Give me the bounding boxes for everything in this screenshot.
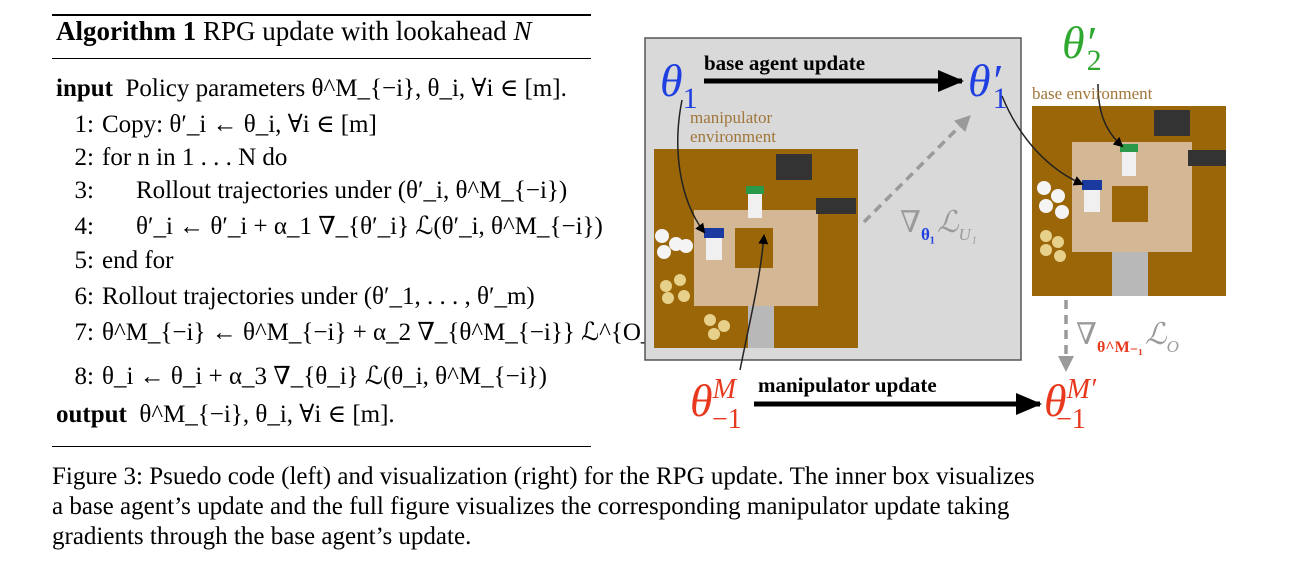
algorithm-title: Algorithm 1 RPG update with lookahead N (56, 16, 531, 47)
manipulator-environment-map (654, 149, 858, 348)
grad-u1-label: ∇θ₁ℒU₁ (900, 206, 977, 244)
line-text: θ′_i ← θ′_i + α_1 ∇_{θ′_i} ℒ(θ′_i, θ^M_{… (136, 213, 603, 240)
output-keyword: output (56, 401, 127, 428)
algorithm-top-rule (52, 14, 591, 16)
algorithm-line-4: 4: θ′_i ← θ′_i + α_1 ∇_{θ′_i} ℒ(θ′_i, θ^M… (56, 212, 603, 242)
output-text: θ^M_{−i}, θ_i, ∀i ∈ [m]. (139, 401, 395, 428)
line-number: 7: (74, 319, 94, 346)
caption-line-1: Figure 3: Psuedo code (left) and visuali… (52, 463, 1035, 490)
manipulator-update-label: manipulator update (758, 373, 937, 397)
input-keyword: input (56, 75, 113, 102)
theta-1-prime-label: θ′1 (968, 55, 1008, 115)
algorithm-title-rule (52, 58, 591, 59)
line-text: for n in 1 . . . N do (102, 144, 288, 171)
line-text: Rollout trajectories under (θ′_1, . . . … (102, 283, 535, 310)
algorithm-line-8: 8: θ_i ← θ_i + α_3 ∇_{θ_i} ℒ(θ_i, θ^M_{−i… (56, 362, 547, 392)
line-number: 5: (74, 247, 94, 274)
grad-u1-arrow (862, 115, 971, 224)
base-agent-update-label: base agent update (704, 51, 865, 75)
line-number: 2: (74, 144, 94, 171)
line-number: 8: (74, 363, 94, 390)
thetam-to-map-arrow (739, 234, 769, 371)
algorithm-line-2: 2: for n in 1 . . . N do (56, 143, 288, 173)
algorithm-bottom-rule (52, 446, 591, 447)
theta-m-prime-label: θM′−1 (1044, 374, 1097, 435)
algorithm-line-6: 6: Rollout trajectories under (θ′_1, . . … (56, 282, 535, 312)
algorithm-title-text: RPG update with lookahead (196, 16, 514, 46)
figure-caption: Figure 3: Psuedo code (left) and visuali… (52, 462, 1248, 552)
line-number: 1: (74, 111, 94, 138)
algorithm-title-var: N (513, 16, 532, 46)
line-number: 4: (74, 213, 94, 240)
caption-line-2: a base agent’s update and the full figur… (52, 493, 1010, 520)
theta-2-prime-label: θ′2 (1062, 17, 1102, 77)
manipulator-environment-label-2: environment (690, 127, 776, 146)
algorithm-line-1: 1: Copy: θ′_i ← θ_i, ∀i ∈ [m] (56, 110, 377, 140)
algorithm-output: output θ^M_{−i}, θ_i, ∀i ∈ [m]. (56, 400, 395, 430)
line-text: Rollout trajectories under (θ′_i, θ^M_{−… (136, 177, 568, 204)
theta1-to-map-arrow (677, 99, 706, 234)
base-environment-label: base environment (1032, 84, 1153, 103)
line-text: end for (102, 247, 174, 274)
theta-1-label: θ1 (660, 55, 698, 115)
theta2prime-to-map-arrow (1097, 83, 1124, 148)
grad-o-label: ∇θ^M₋₁ℒO (1076, 318, 1179, 356)
input-text: Policy parameters θ^M_{−i}, θ_i, ∀i ∈ [m… (125, 75, 567, 102)
algorithm-line-5: 5: end for (56, 246, 174, 276)
algorithm-title-bold: Algorithm 1 (56, 16, 197, 46)
algorithm-line-3: 3: Rollout trajectories under (θ′_i, θ^M_… (56, 176, 568, 206)
theta-m-label: θM−1 (690, 374, 742, 435)
line-number: 3: (74, 177, 94, 204)
rpg-diagram: base agent update manipulator update man… (644, 17, 1226, 435)
theta1prime-to-map-arrow (1001, 95, 1084, 186)
line-text: Copy: θ′_i ← θ_i, ∀i ∈ [m] (102, 111, 377, 138)
base-environment-map (1032, 106, 1226, 296)
line-text: θ_i ← θ_i + α_3 ∇_{θ_i} ℒ(θ_i, θ^M_{−i}) (102, 363, 547, 390)
caption-line-3: gradients through the base agent’s updat… (52, 523, 472, 550)
manipulator-environment-label-1: manipulator (690, 108, 772, 127)
algorithm-input: input Policy parameters θ^M_{−i}, θ_i, ∀… (56, 74, 567, 104)
line-number: 6: (74, 283, 94, 310)
